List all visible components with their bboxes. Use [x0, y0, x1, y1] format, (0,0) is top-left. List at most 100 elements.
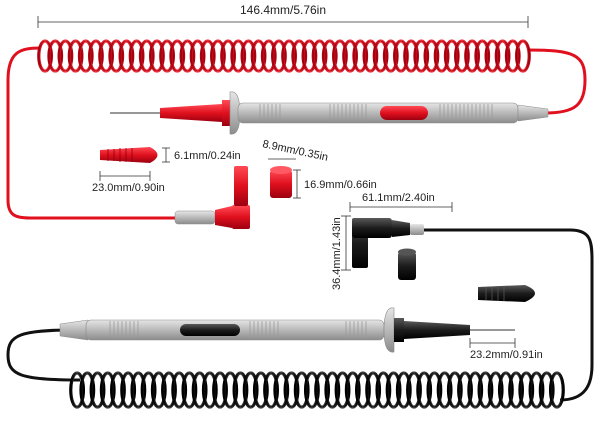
coil-loop-edge: [366, 372, 380, 408]
coil-loop-edge: [129, 40, 144, 72]
coil-loop-edge: [386, 372, 401, 408]
red-tip-sheath: [100, 147, 158, 163]
coil-loop-edge: [325, 372, 339, 408]
black-coiled-cable: [69, 371, 565, 409]
coil-loop-edge: [251, 40, 266, 72]
coil-loop-edge: [233, 372, 248, 408]
coil-loop-edge: [468, 372, 482, 408]
coil-loop-edge: [333, 40, 347, 72]
coil-loop-edge: [121, 372, 135, 408]
coil-loop-edge: [241, 40, 256, 72]
black-tip-sheath: [478, 285, 535, 302]
coil-loop-edge: [384, 40, 398, 72]
coil-loop-edge: [244, 372, 258, 408]
coil-loop-edge: [231, 40, 245, 72]
coil-loop-edge: [192, 372, 207, 408]
red-test-lead: [6, 39, 587, 229]
coil-loop-edge: [274, 372, 288, 408]
coil-loop-edge: [48, 40, 62, 72]
coil-loop-edge: [201, 40, 215, 72]
coil-loop-edge: [343, 40, 357, 72]
coil-loop-edge: [89, 40, 103, 72]
black-wire-left: [6, 328, 81, 382]
cap-length-label: 16.9mm/0.66in: [304, 179, 377, 191]
coil-loop-edge: [111, 372, 125, 408]
plug-length-label: 61.1mm/2.40in: [362, 192, 435, 204]
coil-loop-edge: [312, 40, 327, 72]
coil-loop-edge: [353, 40, 367, 72]
black-test-lead: [6, 218, 594, 409]
coil-loop-edge: [223, 372, 237, 408]
coil-loop-edge: [213, 372, 227, 408]
coil-loop-edge: [356, 372, 370, 408]
coil-loop-edge: [190, 40, 205, 72]
plug-height-label: 36.4mm/1.43in: [331, 217, 343, 290]
tip-length-label: 23.2mm/0.91in: [470, 349, 543, 361]
red-wire-right: [527, 48, 587, 115]
coil-loop-edge: [160, 40, 174, 72]
coil-loop-edge: [150, 40, 164, 72]
coil-loop-edge: [79, 40, 93, 72]
coil-loop-edge: [434, 40, 449, 72]
coil-loop-edge: [373, 40, 388, 72]
coil-loop-edge: [131, 372, 145, 408]
coil-loop-edge: [346, 372, 360, 408]
coil-loop-edge: [499, 372, 513, 408]
coil-loop-edge: [152, 372, 166, 408]
cap-diameter-label: 8.9mm/0.35in: [261, 138, 329, 164]
coil-loop-edge: [427, 372, 442, 408]
black-probe: [59, 307, 515, 353]
coil-loop-edge: [323, 40, 337, 72]
coil-loop-edge: [397, 372, 411, 408]
coil-loop-edge: [305, 372, 319, 408]
coil-loop-edge: [101, 372, 115, 408]
coil-loop-edge: [262, 40, 276, 72]
black-angled-plug: [352, 218, 424, 268]
sheath-length-label: 23.0mm/0.90in: [92, 182, 165, 194]
dimension-markers: [37, 16, 529, 348]
coil-loop-edge: [437, 372, 452, 408]
coil-loop-edge: [407, 372, 421, 408]
coil-length-label: 146.4mm/5.76in: [240, 3, 326, 17]
coil-loop-edge: [284, 372, 299, 408]
coil-loop-edge: [38, 40, 52, 72]
coil-loop-edge: [478, 372, 493, 408]
red-probe-cap: [270, 166, 292, 198]
coil-loop-edge: [254, 372, 268, 408]
coil-loop-edge: [414, 40, 428, 72]
coil-loop-edge: [264, 372, 278, 408]
coil-loop-edge: [475, 40, 489, 72]
coil-loop-edge: [119, 40, 134, 72]
coil-loop-edge: [221, 40, 235, 72]
coil-loop-edge: [509, 372, 523, 408]
coil-loop-edge: [376, 372, 390, 408]
coil-loop-edge: [516, 40, 530, 72]
coil-loop-edge: [170, 40, 184, 72]
coil-loop-edge: [203, 372, 217, 408]
dimension-labels: 146.4mm/5.76in 6.1mm/0.24in 23.0mm/0.90i…: [92, 3, 543, 361]
coil-loop-edge: [458, 372, 472, 408]
red-coiled-cable: [37, 39, 531, 73]
coil-loop-edge: [70, 372, 84, 408]
coil-loop-edge: [550, 372, 564, 408]
sheath-width-label: 6.1mm/0.24in: [174, 150, 241, 162]
red-probe: [110, 91, 549, 135]
red-angled-plug: [174, 166, 250, 229]
coil-loop-edge: [90, 372, 105, 408]
coil-loop-edge: [302, 40, 317, 72]
coil-loop-edge: [315, 372, 329, 408]
coil-loop-edge: [282, 40, 296, 72]
coil-loop-edge: [99, 40, 113, 72]
coil-loop-edge: [180, 40, 195, 72]
coil-loop-edge: [448, 372, 462, 408]
coil-loop-edge: [292, 40, 306, 72]
coil-loop-edge: [445, 40, 459, 72]
coil-loop-edge: [141, 372, 156, 408]
coil-loop-edge: [519, 372, 533, 408]
coil-loop-edge: [58, 40, 73, 72]
black-wire-right: [420, 228, 594, 402]
coil-loop-edge: [424, 40, 439, 72]
coil-loop-edge: [363, 40, 378, 72]
coil-loop-edge: [465, 40, 479, 72]
